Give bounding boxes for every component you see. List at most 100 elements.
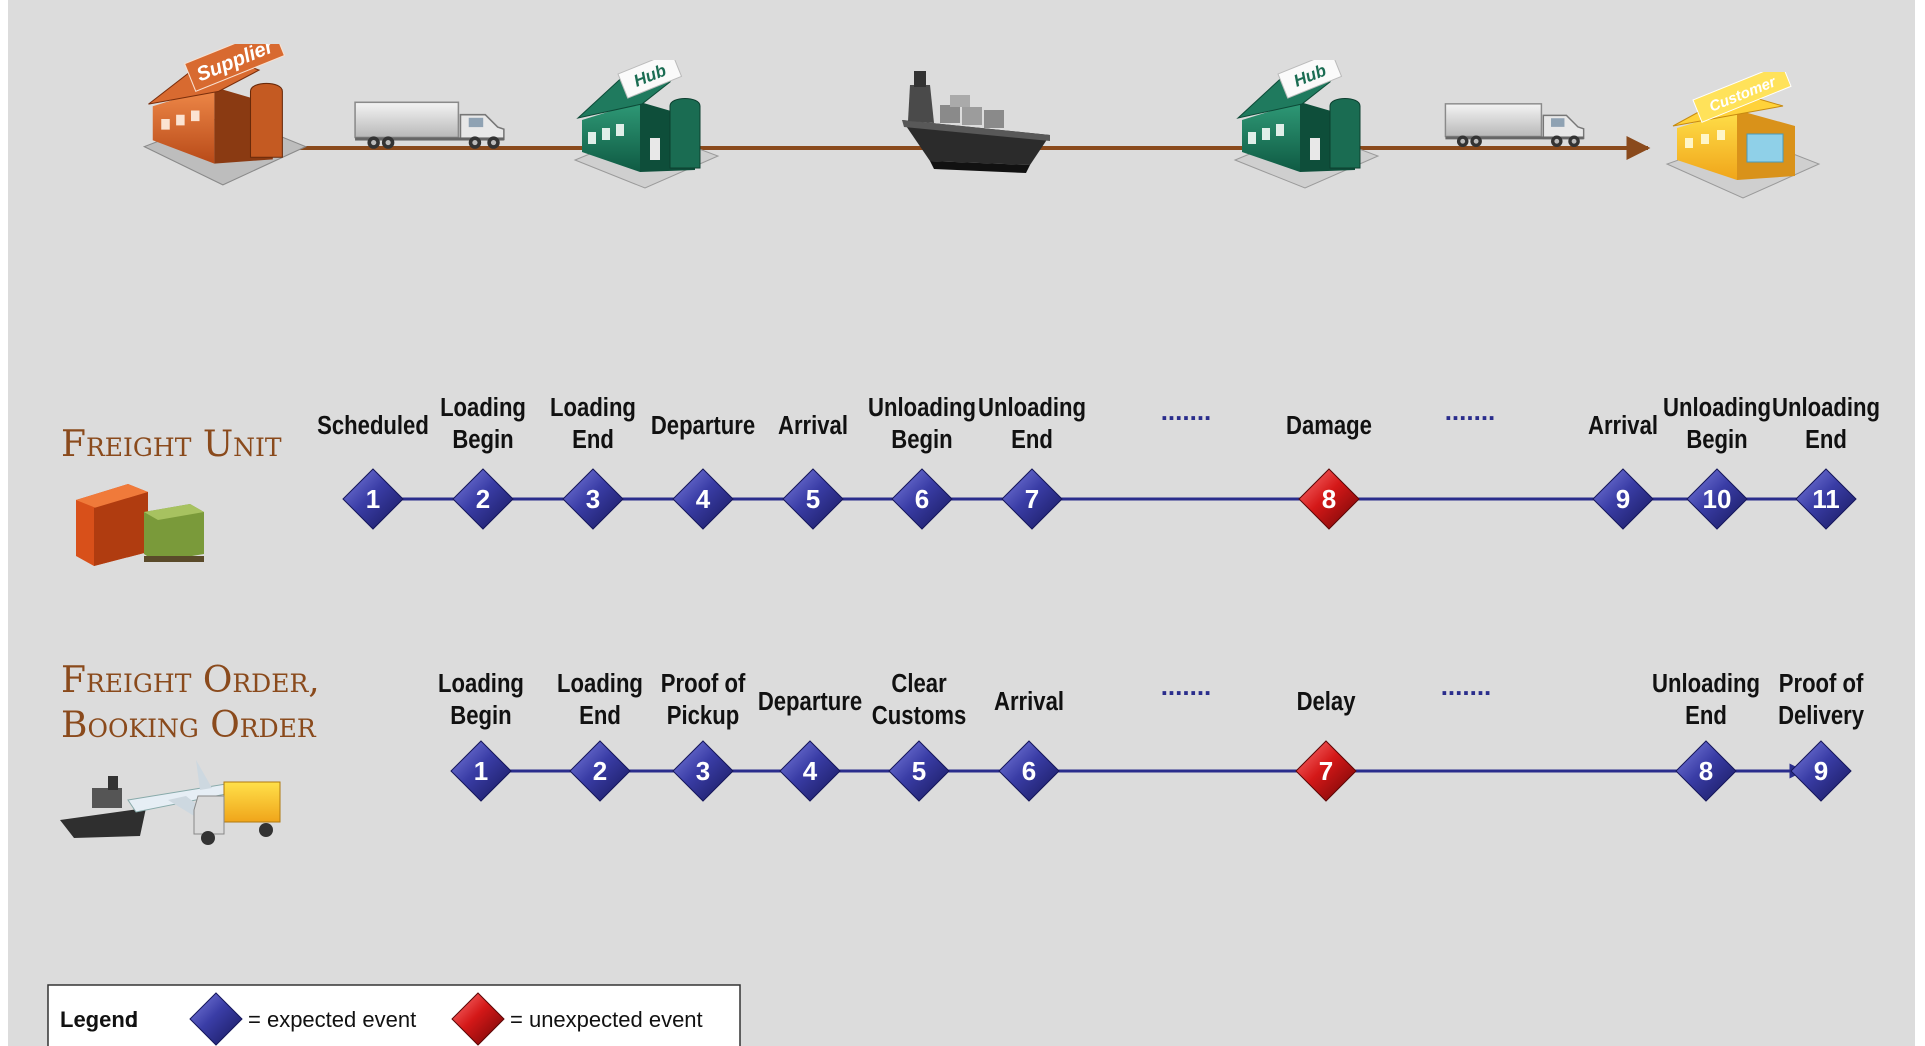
event-label: Loading [550,393,636,422]
event-label: Delay [1297,687,1356,716]
expected-event-marker-icon [779,740,841,802]
event-number: 6 [915,484,929,514]
event-number: 10 [1703,484,1732,514]
event-label: Begin [450,701,511,730]
expected-event-marker-icon [998,740,1060,802]
expected-event-marker-icon [452,468,514,530]
event-label: Begin [452,425,513,454]
hub-building-icon [1234,60,1379,189]
freight-unit-icon [76,484,204,566]
event-expected: Proof of Pickup 3 [661,669,747,802]
event-number: 11 [1812,484,1840,514]
event-number: 9 [1616,484,1630,514]
expected-event-marker-icon [1592,468,1654,530]
event-number: 7 [1319,756,1333,786]
event-label: Proof of [1779,669,1865,698]
expected-event-marker-icon [1001,468,1063,530]
expected-event-marker-icon [1686,468,1748,530]
event-number: 2 [476,484,490,514]
ellipsis: ....... [1441,671,1492,701]
event-label: Begin [891,425,952,454]
event-label: Unloading [978,393,1086,422]
expected-event-marker-icon [450,740,512,802]
expected-event-marker-icon [1675,740,1737,802]
event-expected: Arrival 9 [1588,411,1658,530]
event-expected: Arrival 6 [994,687,1064,802]
unexpected-event-marker-icon [451,992,505,1046]
event-number: 5 [912,756,926,786]
event-number: 4 [696,484,711,514]
expected-event-marker-icon [888,740,950,802]
ellipsis: ....... [1161,396,1212,426]
event-label: Unloading [1772,393,1880,422]
event-expected: Arrival 5 [778,411,848,530]
legend-unexpected-text: = unexpected event [510,1007,703,1032]
event-label: Arrival [1588,411,1658,440]
event-label: Loading [557,669,643,698]
expected-event-marker-icon [562,468,624,530]
expected-event-marker-icon [342,468,404,530]
event-expected: Proof of Delivery 9 [1778,669,1865,802]
event-number: 3 [696,756,710,786]
event-label: Departure [651,411,755,440]
legend-title: Legend [60,1007,138,1032]
unexpected-event-marker-icon [1298,468,1360,530]
multimodal-transport-icon [60,760,281,845]
freight-unit-title: Freight Unit [61,424,282,465]
freight-order-section: Freight Order, Booking Order LoadingBegi… [60,660,1865,845]
unexpected-event-marker-icon [1295,740,1357,802]
expected-event-marker-icon [189,992,243,1046]
expected-event-marker-icon [672,468,734,530]
event-number: 8 [1322,484,1336,514]
legend-box [47,984,741,1046]
supplier-building-icon [143,44,307,186]
event-number: 5 [806,484,820,514]
booking-order-title: Booking Order [61,705,317,746]
ellipsis: ....... [1161,671,1212,701]
event-number: 6 [1022,756,1036,786]
hub-building-icon [574,60,719,189]
ship-icon [902,71,1050,173]
event-label: Departure [758,687,862,716]
event-label: Damage [1286,411,1372,440]
event-label: Unloading [1663,393,1771,422]
expected-event-marker-icon [569,740,631,802]
expected-event-marker-icon [672,740,734,802]
event-label: Clear [891,669,947,698]
event-label: Pickup [667,701,739,730]
event-label: Loading [438,669,524,698]
diagram-canvas: Hub Supplier [8,0,1915,1046]
event-unexpected: Delay 7 [1295,687,1357,802]
event-number: 9 [1814,756,1828,786]
event-label: Unloading [868,393,976,422]
expected-event-marker-icon [782,468,844,530]
event-expected: Departure 4 [651,411,755,530]
event-label: Arrival [778,411,848,440]
event-number: 3 [586,484,600,514]
event-number: 2 [593,756,607,786]
legend-expected-text: = expected event [248,1007,416,1032]
event-number: 7 [1025,484,1039,514]
event-label: Delivery [1778,701,1864,730]
event-label: Arrival [994,687,1064,716]
expected-event-marker-icon [1795,468,1857,530]
event-label: End [1805,425,1847,454]
customer-building-icon [1666,72,1820,199]
event-label: Proof of [661,669,747,698]
event-label: End [572,425,614,454]
truck-icon [1444,103,1585,148]
event-unexpected: Damage 8 [1286,411,1372,530]
event-label: Customs [872,701,966,730]
